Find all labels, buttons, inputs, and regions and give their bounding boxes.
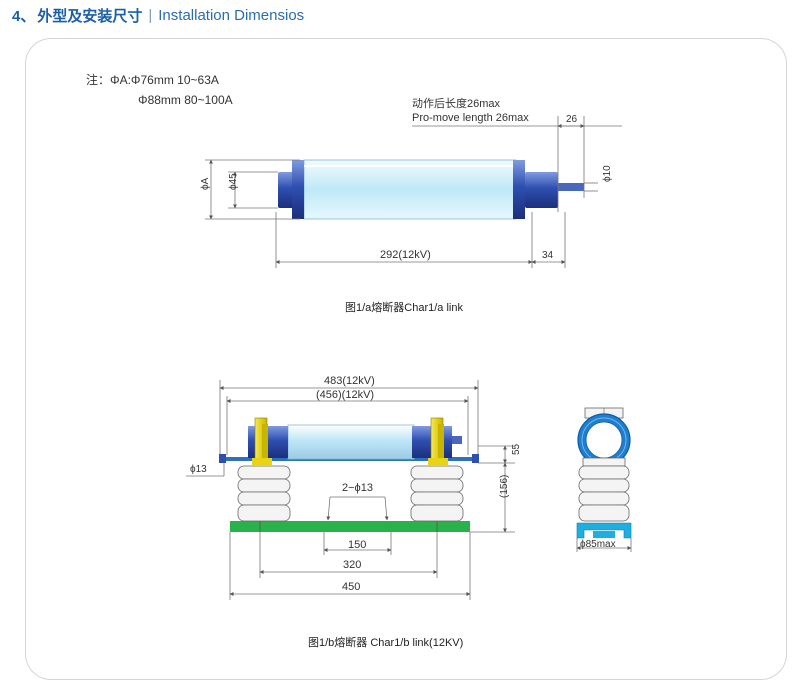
dim-450: 450 (342, 581, 360, 593)
dim-483: 483(12kV) (324, 375, 375, 387)
dim-phi-45: ϕ45 (228, 173, 239, 190)
dim-26: 26 (566, 114, 578, 125)
dim-456: (456)(12kV) (316, 389, 374, 401)
dim-phi-10: ϕ10 (602, 165, 613, 182)
insulator-right (410, 465, 464, 522)
stroke-label-cn: 动作后长度26max (412, 96, 501, 110)
dim-156: (156) (499, 475, 510, 498)
note-line-1: 注：ΦA:Φ76mm 10~63A (86, 72, 219, 87)
caption-fig-a: 图1/a熔断器Char1/a link (345, 300, 463, 314)
fig-b-dimensions: ϕ13 55 (156) 2−ϕ13 150 320 450 (186, 443, 522, 600)
section-title-cn: 外型及安装尺寸 (37, 7, 143, 25)
dim-2-phi-13: 2−ϕ13 (342, 482, 373, 494)
dim-phi-13: ϕ13 (190, 464, 207, 475)
dim-phi-85: ϕ85max (580, 539, 616, 550)
dim-phi-a: ϕA (200, 177, 211, 190)
stroke-label-en: Pro-move length 26max (412, 112, 529, 124)
base-plate (230, 521, 470, 532)
title-separator: | (148, 6, 153, 24)
dim-150: 150 (348, 539, 366, 551)
section-header: 4、 外型及安装尺寸 | Installation Dimensios (12, 2, 304, 28)
fuse-side-view: ϕ85max (576, 407, 632, 552)
fig-b-dimensions-top: 483(12kV) (456)(12kV) (219, 375, 479, 455)
note-line-2: Φ88mm 80~100A (138, 93, 233, 107)
dim-320: 320 (343, 559, 361, 571)
dimension-drawing: 注：ΦA:Φ76mm 10~63A Φ88mm 80~100A ϕA ϕ45 动… (86, 72, 632, 649)
caption-fig-b: 图1/b熔断器 Char1/b link(12KV) (308, 635, 463, 649)
dim-55: 55 (511, 443, 522, 455)
fig-a-dimensions: ϕA ϕ45 动作后长度26max Pro-move length 26max … (200, 96, 622, 268)
dim-34: 34 (542, 250, 554, 261)
insulator-left (237, 465, 291, 522)
section-number: 4、 (12, 7, 36, 25)
fuse-link-a (278, 159, 584, 220)
dim-292: 292(12kV) (380, 249, 431, 261)
section-title-en: Installation Dimensios (158, 6, 305, 24)
fuse-assembly-b (219, 417, 479, 532)
